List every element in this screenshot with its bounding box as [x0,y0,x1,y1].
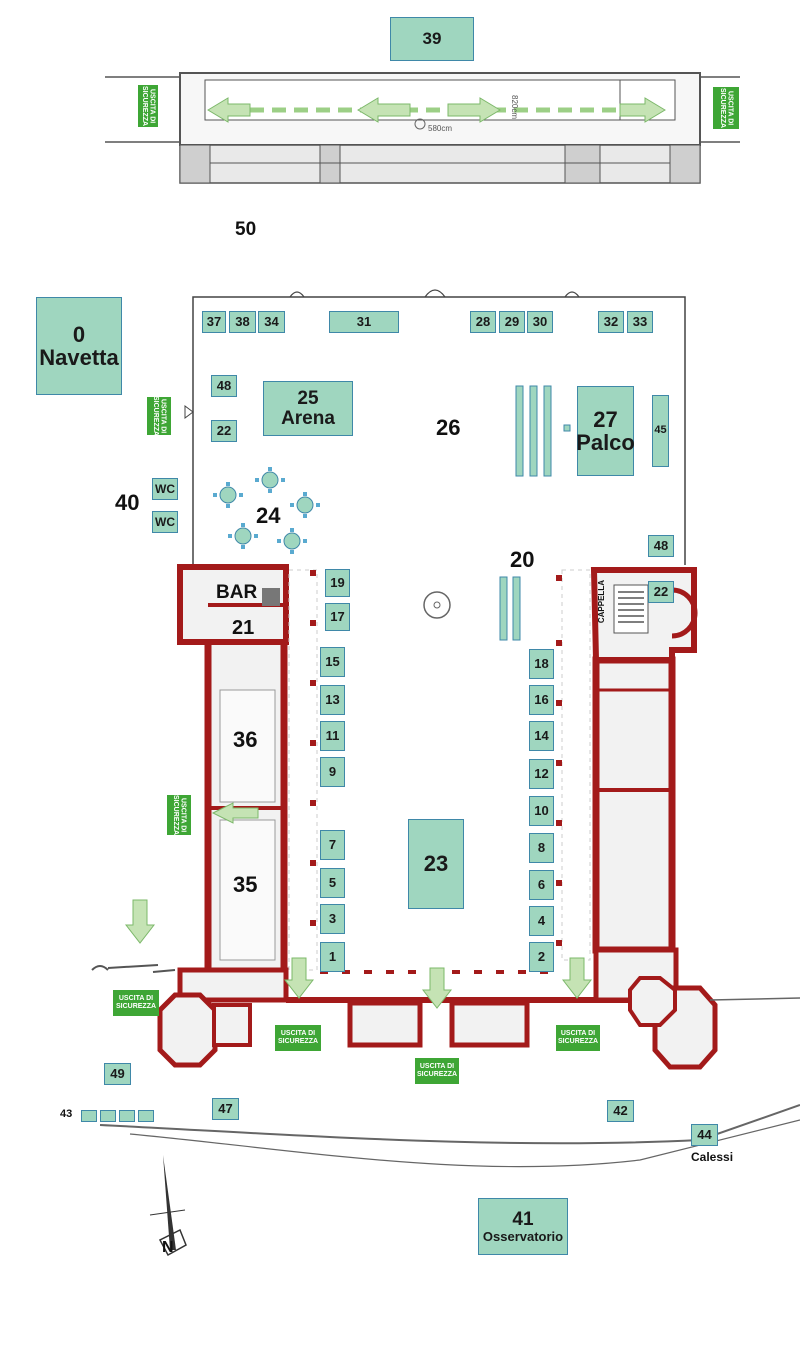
label-35: 35 [233,872,258,897]
zone-32[interactable]: 32 [598,311,624,333]
zone-43-b[interactable] [100,1110,116,1122]
gallery-dimension-width: 580cm [428,124,452,133]
zone-18[interactable]: 18 [529,649,554,679]
label-26: 26 [436,415,461,440]
zone-23[interactable]: 23 [408,819,464,909]
right-wing-building [556,567,698,961]
zone-43-a[interactable] [81,1110,97,1122]
zone-49[interactable]: 49 [104,1063,131,1085]
zone-42[interactable]: 42 [607,1100,634,1122]
exit-arrows [124,802,593,1009]
label-bar: BAR [216,582,258,603]
zone-3[interactable]: 3 [320,904,345,934]
label-50: 50 [235,219,257,240]
zone-28[interactable]: 28 [470,311,496,333]
north-arrow-icon [149,1155,187,1257]
zone-44[interactable]: 44 [691,1124,718,1146]
zone-47[interactable]: 47 [212,1098,239,1120]
zone-34[interactable]: 34 [258,311,285,333]
north-label: N [162,1239,174,1256]
zone-16[interactable]: 16 [529,685,554,715]
zone-12[interactable]: 12 [529,759,554,789]
road [99,1104,800,1168]
zone-37[interactable]: 37 [202,311,226,333]
exit-sign-gallery-left: USCITA DI SICUREZZA [138,85,158,127]
zone-19[interactable]: 19 [325,569,350,597]
exit-sign-west-lower: USCITA DI SICUREZZA [167,795,191,835]
zone-10[interactable]: 10 [529,796,554,826]
courtyard-outline [184,289,686,565]
label-36: 36 [233,727,258,752]
fountain-icon [423,591,451,619]
wc-lower[interactable]: WC [152,511,178,533]
zone-9[interactable]: 9 [320,757,345,787]
zone-41-name: Osservatorio [482,1228,564,1244]
gate-icon [91,964,176,973]
zone-38[interactable]: 38 [229,311,256,333]
zone-31[interactable]: 31 [329,311,399,333]
gallery-dimension-height: 820cm [510,95,519,119]
zone-43-d[interactable] [138,1110,154,1122]
label-21: 21 [232,617,255,639]
exit-sign-south-left: USCITA DI SICUREZZA [275,1025,321,1051]
zone-17[interactable]: 17 [325,603,350,631]
benches [499,385,571,641]
zone-48-west[interactable]: 48 [211,375,237,397]
exit-sign-south-center: USCITA DI SICUREZZA [415,1058,459,1084]
label-24: 24 [256,503,281,528]
zone-39[interactable]: 39 [390,17,474,61]
zone-30[interactable]: 30 [527,311,553,333]
zone-27-number: 27 [593,406,618,432]
label-43: 43 [60,1108,73,1120]
zone-1[interactable]: 1 [320,942,345,972]
label-calessi: Calessi [691,1150,734,1164]
label-40: 40 [115,490,140,515]
zone-13[interactable]: 13 [320,685,345,715]
zone-25-name: Arena [281,407,335,429]
zone-0-navetta[interactable]: 0 Navetta [36,297,122,395]
zone-4[interactable]: 4 [529,906,554,936]
zone-41-osservatorio[interactable]: 41 Osservatorio [478,1198,568,1255]
exit-sign-gallery-right: USCITA DI SICUREZZA [713,87,739,129]
zone-33[interactable]: 33 [627,311,653,333]
zone-0-number: 0 [72,321,86,347]
zone-7[interactable]: 7 [320,830,345,860]
zone-27-palco[interactable]: 27 Palco [576,386,635,476]
zone-8[interactable]: 8 [529,833,554,863]
wc-upper[interactable]: WC [152,478,178,500]
zone-25-arena[interactable]: 25 Arena [263,381,353,436]
zone-0-name: Navetta [39,345,119,370]
zone-41-number: 41 [512,1208,534,1230]
zone-5[interactable]: 5 [320,868,345,898]
zone-11[interactable]: 11 [320,721,345,751]
label-cappella: CAPPELLA [597,580,606,624]
south-wing-building [157,947,800,1070]
zone-43-c[interactable] [119,1110,135,1122]
label-20: 20 [510,547,535,572]
zone-48-east[interactable]: 48 [648,535,674,557]
table-icons [213,467,320,554]
zone-14[interactable]: 14 [529,721,554,751]
exit-sign-south-right: USCITA DI SICUREZZA [556,1025,600,1051]
zone-15[interactable]: 15 [320,647,345,677]
zone-25-number: 25 [297,387,319,409]
zone-29[interactable]: 29 [499,311,525,333]
exit-sign-west-upper: USCITA DI SICUREZZA [147,396,171,436]
zone-6[interactable]: 6 [529,870,554,900]
zone-22-east[interactable]: 22 [648,581,674,603]
zone-45[interactable]: 45 [652,395,669,467]
gallery-arrows [207,97,666,130]
zone-2[interactable]: 2 [529,942,554,972]
zone-22-west[interactable]: 22 [211,420,237,442]
exit-sign-southwest: USCITA DI SICUREZZA [113,990,159,1016]
zone-27-name: Palco [576,430,635,455]
